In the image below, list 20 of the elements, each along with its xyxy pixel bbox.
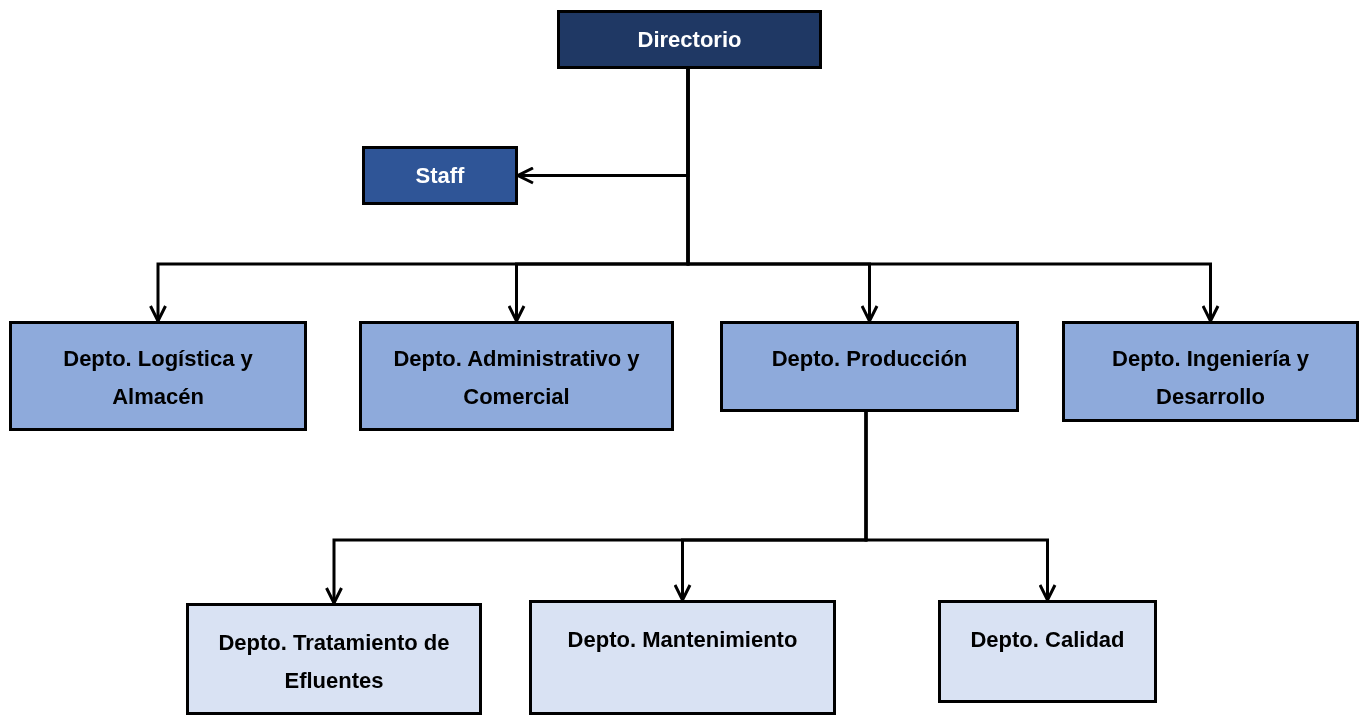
org-box: [9, 321, 307, 431]
org-box: [186, 603, 482, 715]
box-label: Depto. Administrativo y Comercial: [392, 345, 641, 411]
org-box: [720, 321, 1019, 412]
box-label: Depto. Calidad: [970, 626, 1125, 654]
org-box: [1062, 321, 1359, 422]
box-label: Depto. Producción: [771, 345, 968, 373]
box-label: Staff: [415, 161, 465, 190]
connector-arrow: [864, 412, 1057, 602]
org-box: [938, 600, 1157, 703]
org-box: [362, 146, 518, 205]
org-box: [359, 321, 674, 431]
connector-arrow: [686, 69, 1220, 323]
box-label: Depto. Ingeniería y Desarrollo: [1111, 345, 1310, 411]
box-label: Directorio: [637, 25, 742, 54]
org-box: [557, 10, 822, 69]
org-box: [529, 600, 836, 715]
box-label: Depto. Logística y Almacén: [62, 345, 254, 411]
box-label: Depto. Mantenimiento: [567, 626, 798, 654]
box-label: Depto. Tratamiento de Efluentes: [217, 629, 451, 695]
